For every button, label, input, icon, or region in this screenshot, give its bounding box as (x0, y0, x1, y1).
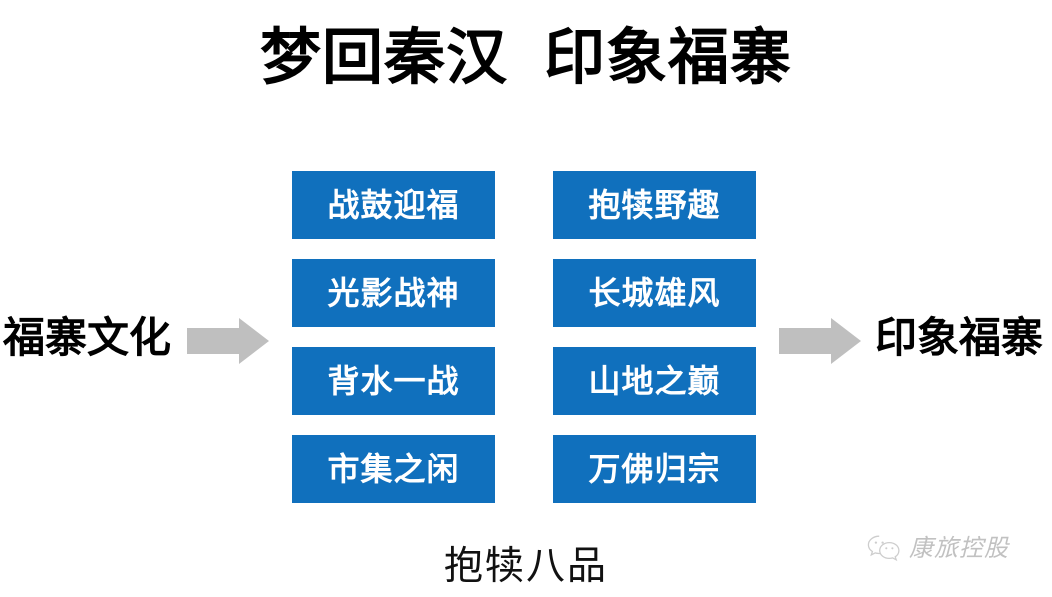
right-arrow-icon (187, 318, 269, 364)
chip-label: 市集之闲 (327, 451, 460, 487)
right-column: 抱犊野趣 长城雄风 山地之巅 万佛归宗 (553, 171, 756, 503)
chip-label: 抱犊野趣 (588, 187, 721, 223)
list-item[interactable]: 长城雄风 (553, 259, 756, 327)
chip-label: 山地之巅 (588, 363, 721, 399)
wechat-icon (866, 534, 902, 564)
chip-label: 背水一战 (327, 363, 460, 399)
list-item[interactable]: 抱犊野趣 (553, 171, 756, 239)
chip-label: 长城雄风 (588, 275, 721, 311)
chip-label: 战鼓迎福 (327, 187, 460, 223)
right-arrow-icon (779, 318, 861, 364)
list-item[interactable]: 战鼓迎福 (292, 171, 495, 239)
watermark-text: 康旅控股 (909, 535, 1009, 562)
list-item[interactable]: 光影战神 (292, 259, 495, 327)
flow-target-label: 印象福寨 (875, 314, 1044, 361)
chip-label: 万佛归宗 (588, 451, 721, 487)
chip-label: 光影战神 (327, 275, 460, 311)
list-item[interactable]: 市集之闲 (292, 435, 495, 503)
flow-source-label: 福寨文化 (3, 314, 172, 361)
list-item[interactable]: 万佛归宗 (553, 435, 756, 503)
list-item[interactable]: 山地之巅 (553, 347, 756, 415)
left-column: 战鼓迎福 光影战神 背水一战 市集之闲 (292, 171, 495, 503)
bottom-caption: 抱犊八品 (443, 545, 608, 588)
list-item[interactable]: 背水一战 (292, 347, 495, 415)
watermark: 康旅控股 (866, 534, 1009, 564)
page-title: 梦回秦汉 印象福寨 (260, 23, 792, 91)
